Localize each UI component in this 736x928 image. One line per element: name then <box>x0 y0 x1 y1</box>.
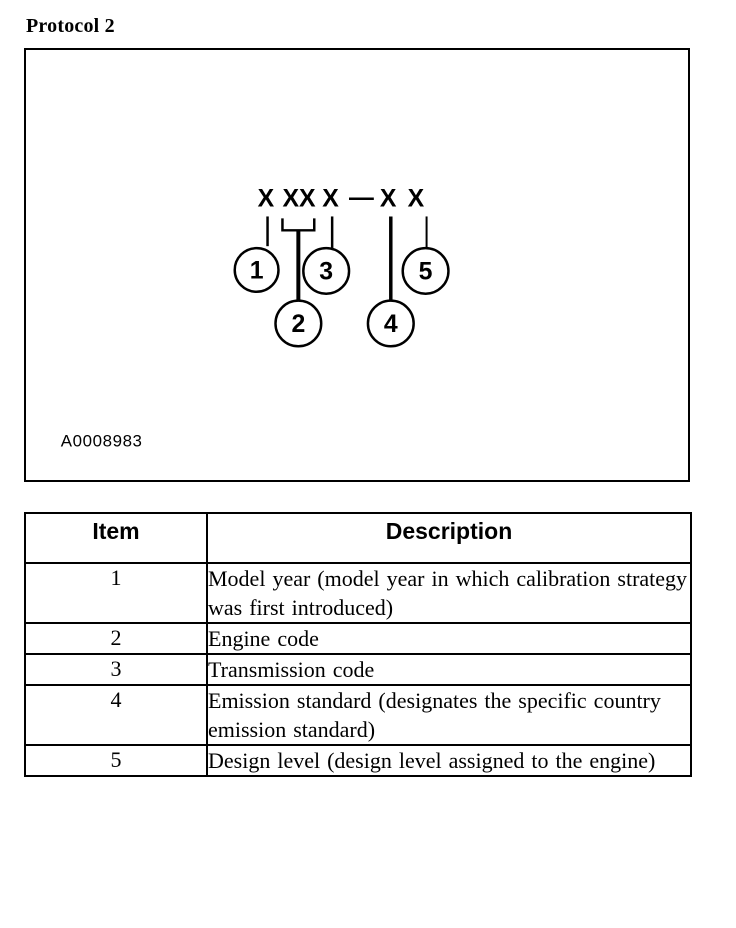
row-description: Model year (model year in which calibrat… <box>206 562 692 624</box>
row-description: Transmission code <box>206 653 692 686</box>
row-item-number: 3 <box>24 653 208 686</box>
callout-2: 2 <box>274 299 323 348</box>
column-header-description: Description <box>206 512 692 564</box>
callout-circle-2 <box>274 299 323 348</box>
callout-label-1: 1 <box>250 257 264 284</box>
row-item-number: 2 <box>24 622 208 655</box>
callout-circle-3 <box>302 246 351 295</box>
item-description-table: Item Description 1 Model year (model yea… <box>24 512 692 777</box>
callout-circle-5 <box>401 246 450 295</box>
row-item-number: 5 <box>24 744 208 777</box>
table-header-row: Item Description <box>24 512 692 564</box>
leader-lines <box>266 216 428 300</box>
code-glyph-2: XX <box>282 186 316 213</box>
callout-label-5: 5 <box>419 258 433 285</box>
code-glyph-3: X <box>322 186 339 213</box>
row-description: Emission standard (designates the specif… <box>206 684 692 746</box>
code-glyph-5: X <box>408 186 425 213</box>
callout-3: 3 <box>302 246 351 295</box>
row-description: Engine code <box>206 622 692 655</box>
callout-circle-4 <box>366 299 415 348</box>
callout-circles-lower: 2 4 <box>274 299 415 348</box>
callout-4: 4 <box>366 299 415 348</box>
page-title: Protocol 2 <box>26 15 115 37</box>
table-row: 4 Emission standard (designates the spec… <box>24 684 692 746</box>
callout-5: 5 <box>401 246 450 295</box>
callout-circles-upper: 1 3 5 <box>233 246 450 295</box>
callout-circle-1 <box>233 246 280 293</box>
table-row: 5 Design level (design level assigned to… <box>24 744 692 777</box>
code-pattern-text: X XX X — X X <box>258 185 425 213</box>
table-row: 2 Engine code <box>24 622 692 655</box>
figure-id-label: A0008983 <box>61 431 143 450</box>
row-item-number: 1 <box>24 562 208 624</box>
row-description: Design level (design level assigned to t… <box>206 744 692 777</box>
code-glyph-4: X <box>380 186 397 213</box>
protocol-code-diagram: X XX X — X X 1 <box>61 185 450 450</box>
table-row: 3 Transmission code <box>24 653 692 686</box>
callout-label-4: 4 <box>384 311 398 338</box>
code-glyph-dash: — <box>349 185 374 212</box>
figure-box: X XX X — X X 1 <box>24 48 690 482</box>
callout-1: 1 <box>233 246 280 293</box>
table-row: 1 Model year (model year in which calibr… <box>24 562 692 624</box>
callout-label-2: 2 <box>291 311 305 338</box>
leader-bracket-2 <box>281 218 316 232</box>
code-glyph-1: X <box>258 186 275 213</box>
row-item-number: 4 <box>24 684 208 746</box>
callout-label-3: 3 <box>319 258 333 285</box>
column-header-item: Item <box>24 512 208 564</box>
